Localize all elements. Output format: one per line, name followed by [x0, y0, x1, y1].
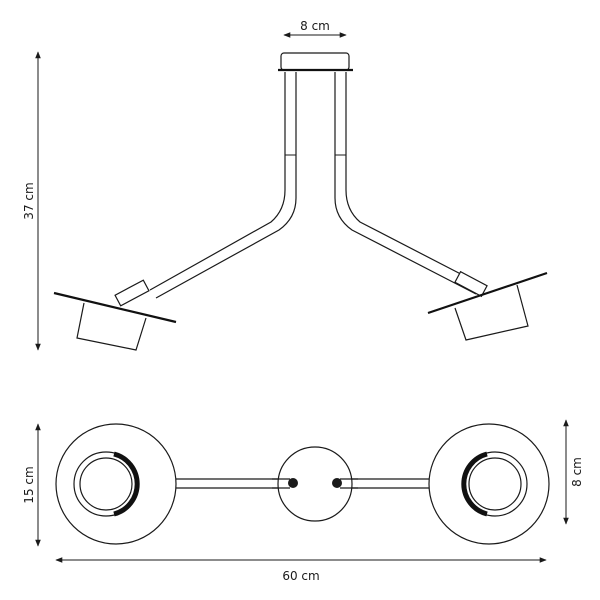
right-arm [334, 72, 488, 298]
dimension-side-height: 37 cm [22, 51, 41, 351]
left-connector [114, 279, 150, 307]
left-arm [114, 72, 297, 307]
dimension-total-width: 60 cm [55, 557, 547, 583]
side-height-label: 37 cm [22, 182, 36, 219]
dimension-top-width: 8 cm [283, 19, 347, 38]
right-spotlight [427, 271, 548, 341]
top-right-head [428, 423, 550, 545]
ceiling-canopy [278, 52, 353, 72]
top-width-label: 8 cm [300, 19, 330, 33]
left-spotlight [53, 291, 177, 351]
top-canopy [272, 446, 358, 522]
right-connector [454, 270, 488, 298]
top-view: 15 cm 8 cm 60 cm [22, 419, 584, 583]
top-left-head [55, 423, 177, 545]
dimension-base-height: 15 cm [22, 423, 41, 547]
spot-diameter-label: 8 cm [570, 457, 584, 487]
side-view: 8 cm 37 cm [22, 19, 548, 351]
base-height-label: 15 cm [22, 466, 36, 503]
dimension-spot-diameter: 8 cm [563, 419, 584, 525]
total-width-label: 60 cm [282, 569, 319, 583]
